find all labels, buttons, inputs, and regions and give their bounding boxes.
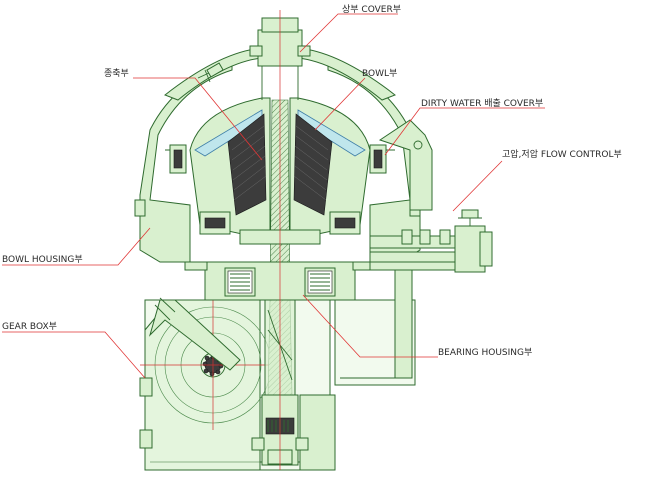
label-dirty-water-cover: DIRTY WATER 배출 COVER부 [421,98,543,109]
dirty-water-cover [378,119,433,211]
bowl [189,66,371,245]
gear-box [139,297,275,471]
flow-control [369,209,493,273]
label-spindle: 종축부 [104,68,129,79]
label-bowl: BOWL부 [362,68,397,79]
leader-lines [2,13,545,379]
bowl-housing [134,61,421,263]
label-flow-control: 고압,저압 FLOW CONTROL부 [502,148,622,160]
label-bearing-housing: BEARING HOUSING부 [438,347,532,358]
label-gear-box: GEAR BOX부 [2,321,57,332]
top-cover [163,17,397,101]
label-bowl-housing: BOWL HOUSING부 [2,254,83,265]
label-top-cover: 상부 COVER부 [342,4,401,15]
